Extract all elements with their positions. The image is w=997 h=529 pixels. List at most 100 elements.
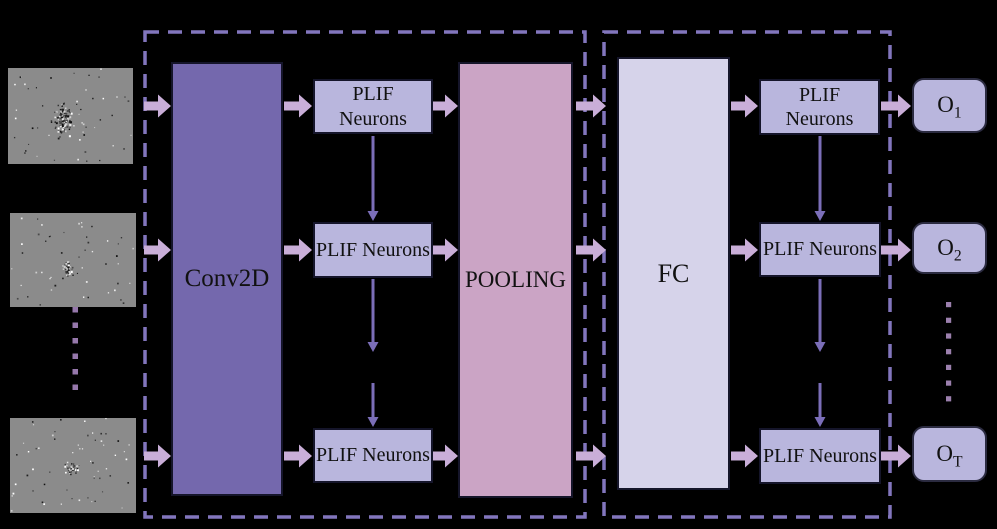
output-ellipsis-dot bbox=[946, 380, 952, 386]
event-pixel bbox=[123, 148, 125, 150]
event-pixel bbox=[99, 159, 101, 162]
pooling-to-fc-arrow-row2 bbox=[576, 238, 606, 262]
event-pixel bbox=[39, 304, 41, 306]
event-pixel bbox=[105, 418, 107, 420]
event-pixel bbox=[105, 468, 108, 470]
event-pixel bbox=[69, 466, 71, 468]
event-pixel bbox=[61, 131, 63, 133]
event-pixel bbox=[129, 282, 131, 284]
event-pixel bbox=[60, 418, 62, 421]
event-pixel bbox=[65, 122, 68, 125]
event-pixel bbox=[63, 102, 65, 104]
event-pixel bbox=[84, 151, 87, 153]
pooling-block: POOLING bbox=[458, 62, 573, 498]
event-pixel bbox=[100, 432, 103, 435]
output-label-2: O2 bbox=[937, 234, 962, 265]
event-pixel bbox=[78, 465, 80, 467]
event-pixel bbox=[60, 108, 62, 111]
event-pixel bbox=[69, 126, 71, 129]
plif-label-line: PLIF Neurons bbox=[763, 444, 877, 467]
event-pixel bbox=[68, 116, 70, 119]
event-pixel bbox=[103, 444, 105, 446]
conv-to-plif-arrow-row1 bbox=[284, 94, 312, 118]
event-pixel bbox=[57, 130, 60, 133]
event-pixel bbox=[76, 100, 78, 103]
event-pixel bbox=[101, 491, 104, 493]
event-pixel bbox=[70, 473, 72, 476]
event-pixel bbox=[69, 116, 72, 119]
event-pixel bbox=[65, 265, 68, 268]
event-pixel bbox=[82, 123, 85, 126]
fc-to-plif-arrow-row1 bbox=[731, 94, 758, 118]
event-pixel bbox=[100, 68, 102, 70]
event-pixel bbox=[73, 469, 75, 471]
event-pixel bbox=[87, 241, 90, 244]
output-label-1: O1 bbox=[937, 92, 962, 123]
event-pixel bbox=[107, 292, 110, 294]
event-pixel bbox=[60, 252, 63, 254]
event-pixel bbox=[59, 130, 61, 132]
event-pixel bbox=[54, 127, 56, 129]
event-pixel bbox=[81, 226, 83, 228]
event-pixel bbox=[69, 121, 73, 124]
event-pixel bbox=[63, 123, 66, 125]
event-pixel bbox=[61, 123, 64, 126]
event-pixel bbox=[94, 439, 96, 441]
event-pixel bbox=[12, 492, 15, 495]
event-pixel bbox=[16, 297, 19, 300]
event-pixel bbox=[68, 272, 71, 275]
conv2d-label: Conv2D bbox=[184, 264, 270, 292]
event-pixel bbox=[75, 472, 77, 474]
event-pixel bbox=[38, 447, 40, 449]
event-pixel bbox=[57, 104, 60, 107]
event-pixel bbox=[92, 462, 94, 464]
event-pixel bbox=[98, 76, 100, 78]
event-pixel bbox=[54, 116, 57, 119]
plif-to-pooling-arrow-row3 bbox=[433, 444, 458, 468]
event-pixel bbox=[116, 96, 118, 98]
output-ellipsis-dot bbox=[946, 349, 952, 355]
fc-to-plif-arrow-row3 bbox=[731, 444, 758, 468]
event-pixel bbox=[73, 125, 75, 127]
event-pixel bbox=[78, 113, 80, 115]
event-pixel bbox=[120, 299, 122, 301]
plif-label-line: PLIF bbox=[352, 83, 394, 106]
event-pixel bbox=[55, 122, 58, 125]
event-pixel bbox=[69, 467, 71, 469]
event-pixel bbox=[62, 268, 65, 270]
output-box-1: O1 bbox=[912, 78, 987, 133]
event-pixel bbox=[20, 284, 22, 287]
event-pixel bbox=[94, 127, 96, 129]
event-pixel bbox=[69, 120, 71, 122]
event-pixel bbox=[127, 482, 130, 484]
plif-neurons-box-right-t1: PLIF Neurons bbox=[759, 79, 880, 135]
event-pixel bbox=[31, 127, 34, 130]
event-pixel bbox=[84, 249, 86, 251]
event-pixel bbox=[76, 468, 79, 470]
plif-chain-arrowhead-right-2 bbox=[814, 342, 826, 352]
event-pixel bbox=[117, 440, 120, 442]
event-pixel bbox=[76, 272, 79, 275]
event-pixel bbox=[55, 126, 57, 128]
event-pixel bbox=[72, 274, 74, 276]
event-pixel bbox=[117, 243, 119, 245]
event-pixel bbox=[41, 224, 43, 226]
event-pixel bbox=[60, 503, 62, 505]
event-pixel bbox=[66, 489, 68, 491]
event-pixel bbox=[61, 116, 63, 119]
event-pixel bbox=[45, 240, 47, 242]
event-pixel bbox=[61, 120, 64, 123]
event-pixel bbox=[49, 277, 51, 280]
event-pixel bbox=[61, 118, 64, 121]
event-pixel bbox=[60, 132, 63, 134]
output-ellipsis-dot bbox=[946, 302, 952, 308]
event-pixel bbox=[60, 125, 62, 128]
event-pixel bbox=[112, 145, 114, 147]
event-pixel bbox=[62, 128, 64, 131]
event-pixel bbox=[67, 467, 69, 470]
event-pixel bbox=[16, 454, 18, 456]
event-pixel bbox=[10, 509, 13, 512]
event-pixel bbox=[37, 218, 39, 220]
plif-to-output-arrow-row2 bbox=[881, 238, 911, 262]
event-pixel bbox=[86, 434, 89, 437]
